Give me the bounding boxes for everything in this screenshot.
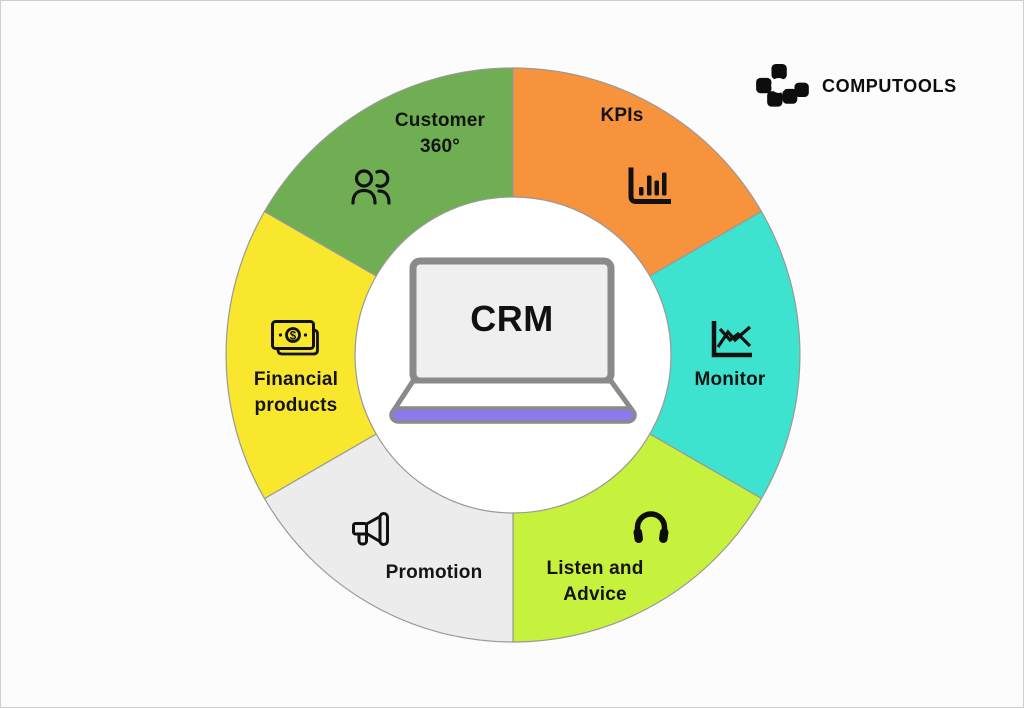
label-monitor: Monitor: [694, 369, 766, 390]
laptop-accent-bar: [389, 406, 637, 424]
dollar-glyph: $: [290, 331, 297, 343]
megaphone-icon: [352, 512, 389, 546]
center-title: CRM: [470, 298, 554, 339]
segment-kpis: [512, 67, 763, 277]
line-chart-icon: [711, 321, 752, 358]
laptop-illustration: [389, 257, 637, 424]
banknote-icon: $: [271, 320, 319, 356]
brand-name: COMPUTOOLS: [822, 75, 957, 96]
label-kpis: KPIs: [600, 105, 644, 126]
computools-logo-icon: [756, 63, 809, 107]
label-financial-products: Financial products: [253, 369, 339, 416]
laptop-base: [391, 378, 635, 413]
brand-logo: COMPUTOOLS: [755, 63, 957, 109]
bar-chart-icon: [628, 167, 671, 204]
users-icon: [351, 169, 391, 205]
label-listen-and-advice: Listen and Advice: [546, 558, 644, 605]
segment-customer-360: [263, 67, 514, 277]
label-promotion: Promotion: [385, 562, 483, 583]
label-customer-360: Customer 360°: [394, 110, 486, 157]
headphones-icon: [633, 511, 669, 543]
